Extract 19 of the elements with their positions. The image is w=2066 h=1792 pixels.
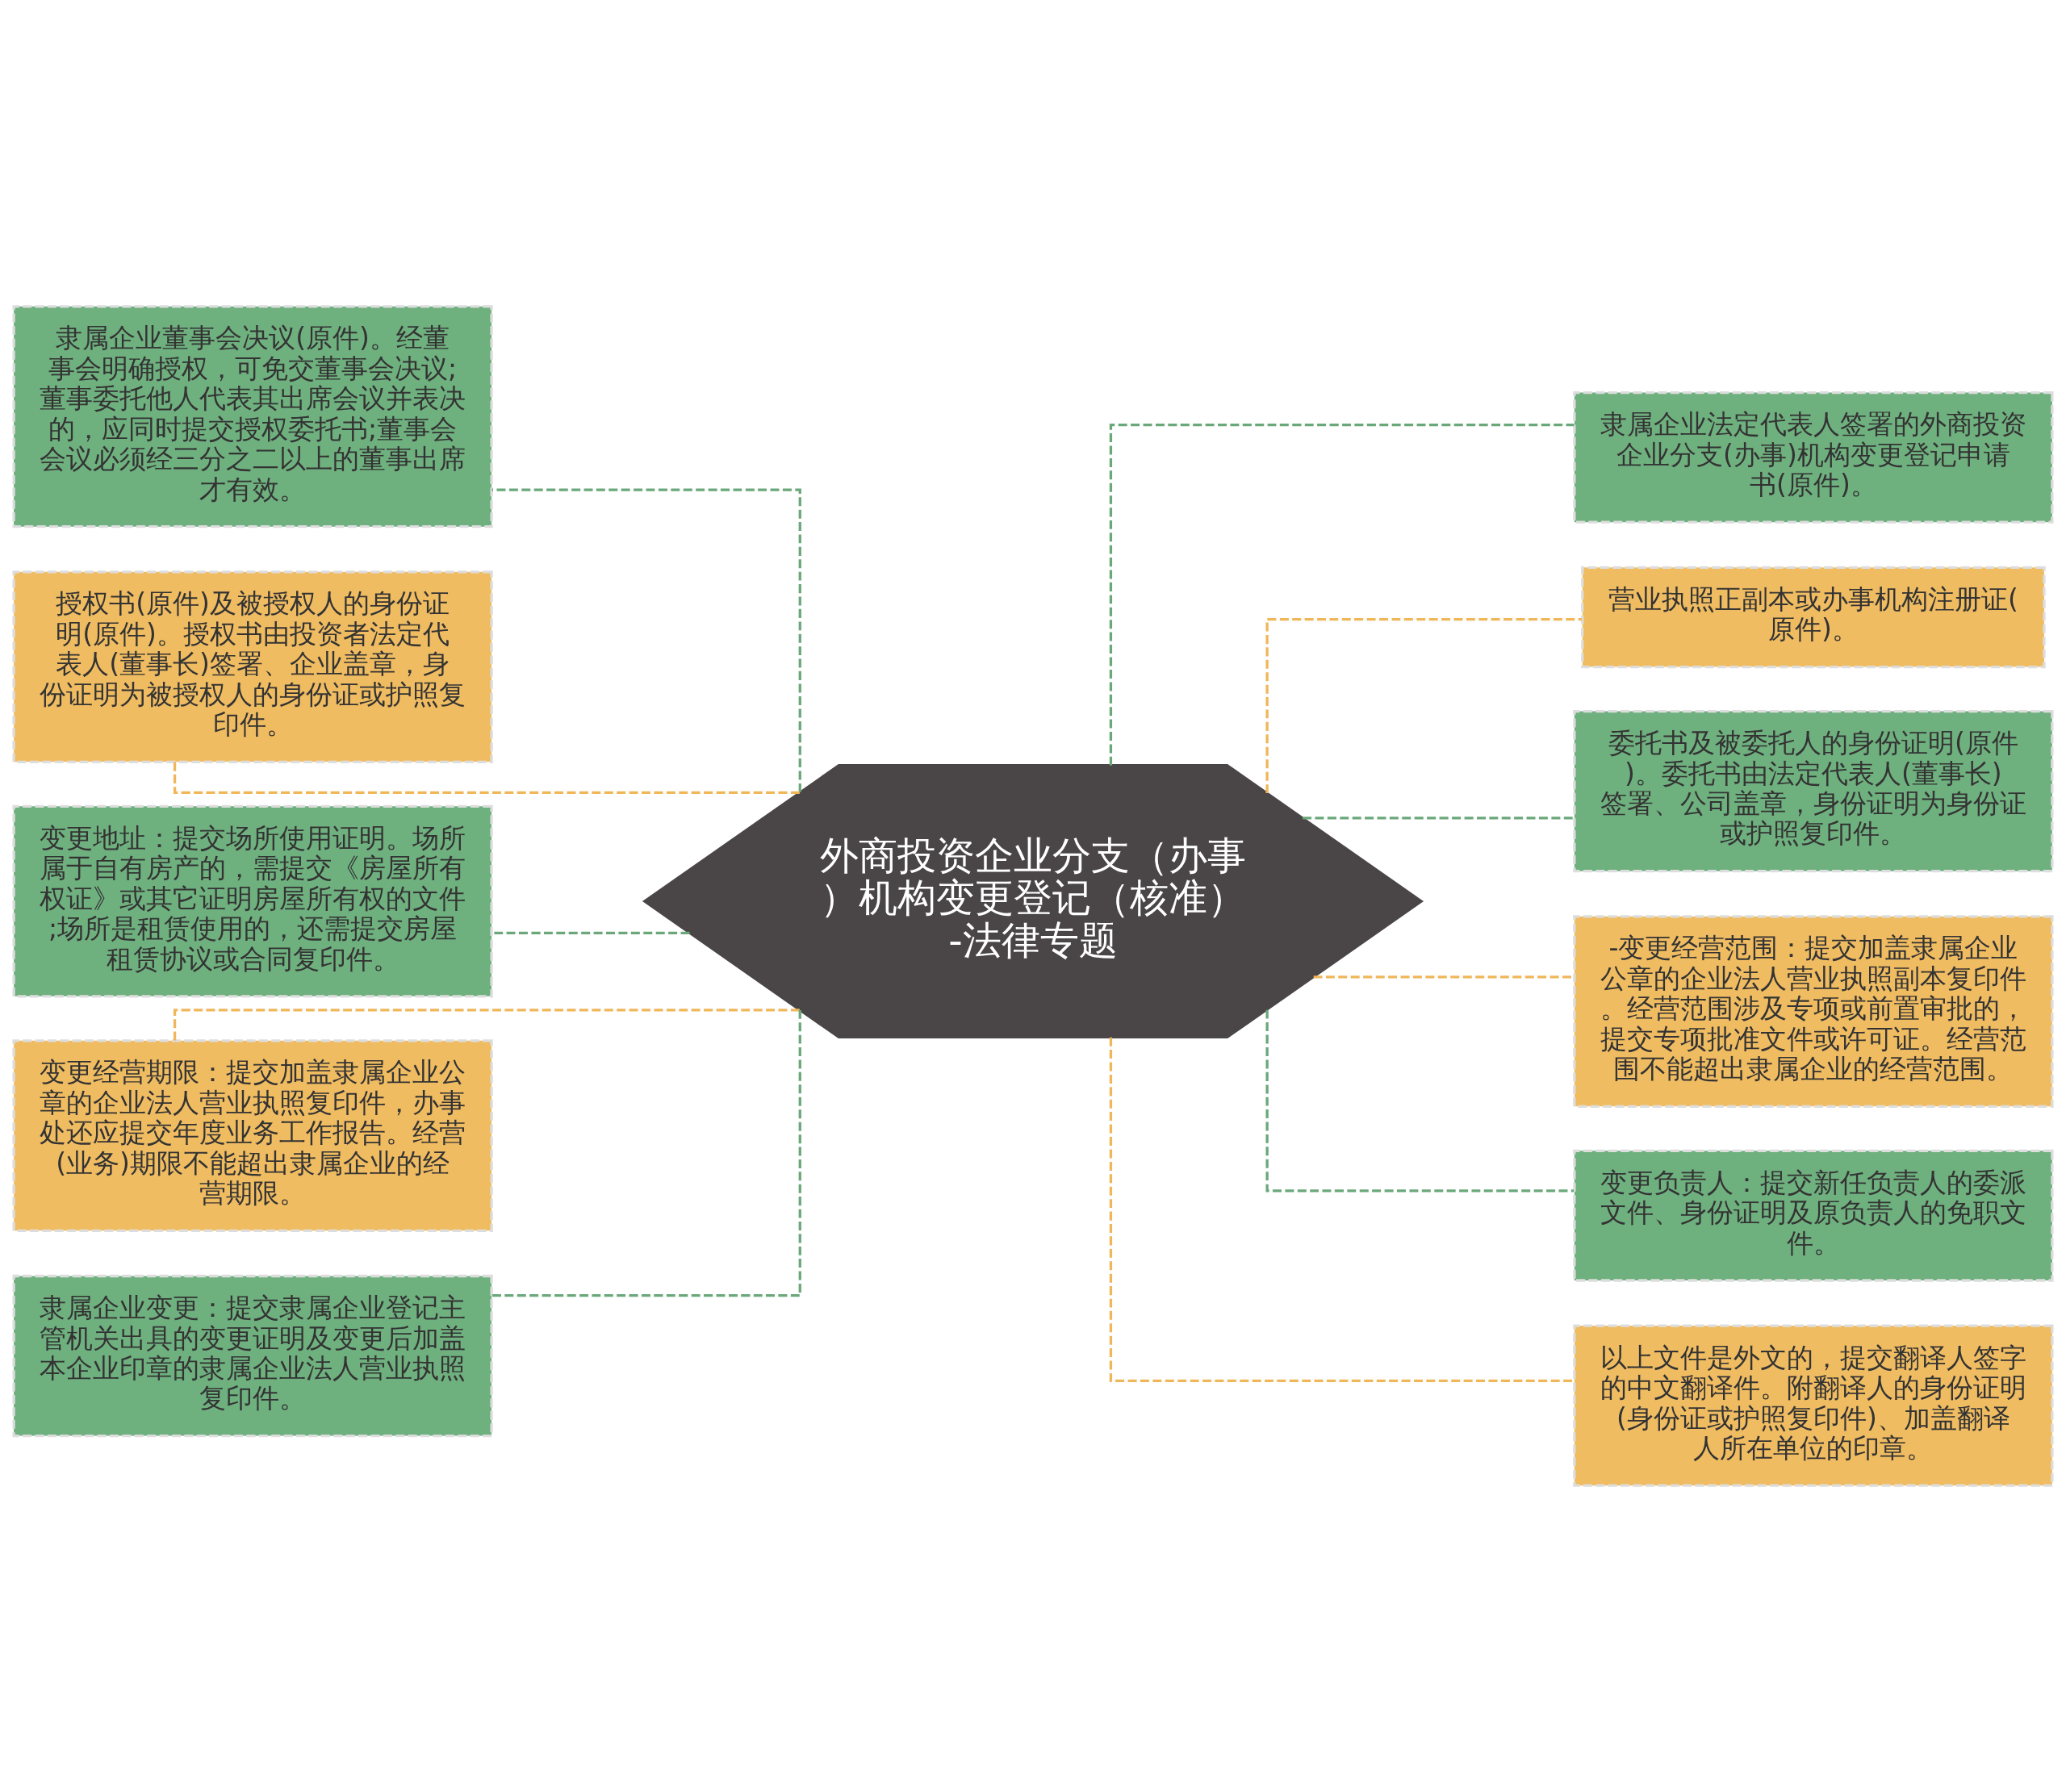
node-box: 隶属企业变更：提交隶属企业登记主管机关出具的变更证明及变更后加盖本企业印章的隶属企业法人营业执照复印件。 [12,1274,493,1438]
node-box: 授权书(原件)及被授权人的身份证明(原件)。授权书由投资者法定代表人(董事长)签署、企业盖章，身份证明为被授权人的身份证或护照复印件。 [12,570,493,763]
connector [1109,424,1575,766]
connector [491,1009,801,1297]
node-box: 变更地址：提交场所使用证明。场所属于自有房产的，需提交《房屋所有权证》或其它证明房屋所有权的文件;场所是租赁使用的，还需提交房屋租赁协议或合同复印件。 [12,804,493,998]
connector [1303,817,1575,820]
node-box: 以上文件是外文的，提交翻译人签字的中文翻译件。附翻译人的身份证明(身份证或护照复印件)、加盖翻译人所在单位的印章。 [1573,1324,2054,1487]
node-box: 隶属企业法定代表人签署的外商投资企业分支(办事)机构变更登记申请书(原件)。 [1573,391,2054,524]
node-box: -变更经营范围：提交加盖隶属企业公章的企业法人营业执照副本复印件。经营范围涉及专项或前置审批的，提交专项批准文件或许可证。经营范围不能超出隶属企业的经营范围。 [1573,915,2054,1108]
node-box: 委托书及被委托人的身份证明(原件)。委托书由法定代表人(董事长)签署、公司盖章，身份证明为身份证或护照复印件。 [1573,709,2054,873]
connector [1265,1009,1575,1193]
node-box: 变更负责人：提交新任负责人的委派文件、身份证明及原负责人的免职文件。 [1573,1149,2054,1282]
node-box: 营业执照正副本或办事机构注册证(原件)。 [1581,566,2046,669]
connector [1109,1037,1575,1382]
node-box: 变更经营期限：提交加盖隶属企业公章的企业法人营业执照复印件，办事处还应提交年度业务工作报告。经营(业务)期限不能超出隶属企业的经营期限。 [12,1039,493,1232]
node-box: 隶属企业董事会决议(原件)。经董事会明确授权，可免交董事会决议;董事委托他人代表其出席会议并表决的，应同时提交授权委托书;董事会会议必须经三分之二以上的董事出席才有效。 [12,305,493,528]
connector [491,931,690,934]
connector [491,488,801,792]
connector [1265,618,1582,793]
